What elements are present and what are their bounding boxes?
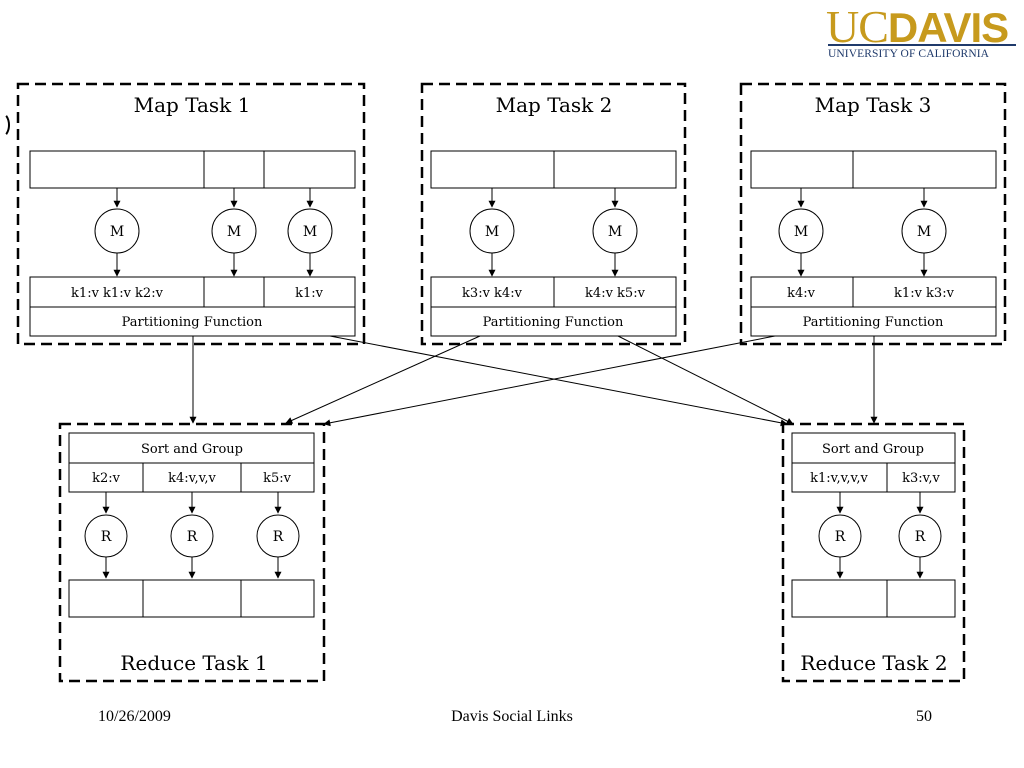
map-task-3-border <box>739 82 1007 346</box>
map-task-2: Map Task 2 M M k3:v k4:v k4:v k5:v Parti… <box>420 82 687 346</box>
partitioning-function <box>430 306 677 337</box>
reduce-task-2-title: Reduce Task 2 <box>800 651 947 675</box>
logo-davis: DAVIS <box>887 4 1009 51</box>
edge-arc-decoration <box>0 112 10 138</box>
key-cell: k1:v <box>295 286 324 301</box>
key-cell: k1:v,v,v,v <box>810 471 868 486</box>
key-cell: k5:v <box>263 471 292 486</box>
reducer-label: R <box>835 529 846 545</box>
sort-and-group <box>68 432 315 464</box>
reduce-task-1-border <box>58 422 326 683</box>
key-cell: k3:v,v <box>902 471 940 486</box>
key-cell: k3:v k4:v <box>462 286 523 301</box>
mapreduce-diagram: Map Task 1 M M M k1:v k1:v k2:v k1:v Par… <box>16 82 1007 683</box>
reduce-task-1-title: Reduce Task 1 <box>120 651 267 675</box>
reducer-label: R <box>187 529 198 545</box>
map-task-1-border <box>16 82 366 346</box>
mapper-label: M <box>485 224 499 240</box>
partitioning-function <box>29 306 356 337</box>
page-number: 50 <box>916 708 932 725</box>
sort-and-group-label: Sort and Group <box>822 442 924 457</box>
mapper-label: M <box>303 224 317 240</box>
partitioning-function-label: Partitioning Function <box>122 315 263 330</box>
key-cell: k2:v <box>92 471 121 486</box>
map-task-1-title: Map Task 1 <box>134 93 251 117</box>
key-cell: k4:v,v,v <box>168 471 216 486</box>
sort-and-group <box>791 432 956 464</box>
map-task-2-title: Map Task 2 <box>496 93 613 117</box>
mapper-label: M <box>110 224 124 240</box>
reducer-label: R <box>101 529 112 545</box>
sort-and-group-label: Sort and Group <box>141 442 243 457</box>
reducer-label: R <box>273 529 284 545</box>
partitioning-function-label: Partitioning Function <box>483 315 624 330</box>
reduce-task-2-border <box>781 422 966 683</box>
key-cell: k4:v <box>787 286 816 301</box>
key-cell: k1:v k3:v <box>894 286 955 301</box>
partitioning-function-label: Partitioning Function <box>803 315 944 330</box>
map-task-1: Map Task 1 M M M k1:v k1:v k2:v k1:v Par… <box>16 82 366 346</box>
output-row <box>791 579 956 618</box>
shuffle-arrow <box>323 335 776 427</box>
grouped-keys-row <box>791 462 956 493</box>
reduce-task-1: Sort and Group k2:v k4:v,v,v k5:v R R R … <box>58 422 326 683</box>
shuffle-arrow <box>617 335 794 425</box>
mapper-label: M <box>917 224 931 240</box>
intermediate-keys-row <box>750 276 997 308</box>
shuffle-arrow <box>285 335 481 424</box>
mapper-label: M <box>608 224 622 240</box>
reducer-label: R <box>915 529 926 545</box>
logo-subtitle: UNIVERSITY OF CALIFORNIA <box>828 48 990 60</box>
uc-davis-logo: UCDAVIS UNIVERSITY OF CALIFORNIA <box>826 4 1018 62</box>
reduce-task-2: Sort and Group k1:v,v,v,v k3:v,v R R Red… <box>781 422 966 683</box>
footer-date: 10/26/2009 <box>98 708 171 725</box>
grouped-keys-row <box>68 462 315 493</box>
input-split-row <box>750 150 997 189</box>
key-cell: k4:v k5:v <box>585 286 646 301</box>
map-task-3: Map Task 3 M M k4:v k1:v k3:v Partitioni… <box>739 82 1007 346</box>
mapper-label: M <box>794 224 808 240</box>
input-split-row <box>29 150 356 189</box>
footer-title: Davis Social Links <box>451 708 573 725</box>
logo-uc: UC <box>826 1 889 52</box>
map-task-2-border <box>420 82 687 346</box>
logo-rule <box>828 44 1016 46</box>
mapper-label: M <box>227 224 241 240</box>
output-row <box>68 579 315 618</box>
shuffle-arrow <box>329 335 788 427</box>
map-task-3-title: Map Task 3 <box>815 93 932 117</box>
shuffle-arrows <box>189 335 878 427</box>
key-cell: k1:v k1:v k2:v <box>71 286 164 301</box>
